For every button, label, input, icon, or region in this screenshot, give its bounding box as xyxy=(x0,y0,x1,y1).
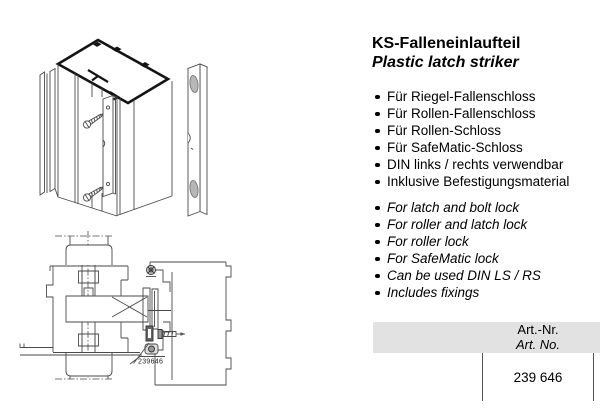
feature-item: DIN links / rechts verwendbar xyxy=(372,156,600,173)
feature-item: For roller and latch lock xyxy=(372,216,600,233)
profile-top-face-graphic xyxy=(55,38,171,105)
isometric-exploded-diagram xyxy=(39,38,209,217)
horizontal-screw-icon xyxy=(157,329,185,339)
feature-item: For latch and bolt lock xyxy=(372,199,600,216)
right-profile-graphic xyxy=(149,261,232,386)
product-title-en: Plastic latch striker xyxy=(372,54,519,71)
art-nr-label-de: Art.-Nr. xyxy=(517,322,559,337)
cross-section-diagram: 239646 xyxy=(19,231,232,386)
feature-item: Can be used DIN LS / RS xyxy=(372,267,600,284)
feature-list-en: For latch and bolt lock For roller and l… xyxy=(372,199,600,301)
striker-plate-graphic xyxy=(102,94,116,198)
feature-item: For roller lock xyxy=(372,233,600,250)
part-number-callout: 239646 xyxy=(129,342,165,366)
order-table-header-cell: Art.-Nr. Art. No. xyxy=(481,322,595,352)
feature-item: Für Rollen-Fallenschloss xyxy=(372,105,600,122)
striker-section-graphic xyxy=(144,325,159,355)
feature-item: Für Rollen-Schloss xyxy=(372,122,600,139)
feature-list-de: Für Riegel-Fallenschloss Für Rollen-Fall… xyxy=(372,88,600,190)
screw-icon xyxy=(82,113,104,202)
feature-item: Für SafeMatic-Schloss xyxy=(372,139,600,156)
art-no-label-en: Art. No. xyxy=(515,336,561,352)
profile-fin-graphic xyxy=(39,67,59,198)
order-table-header: Art.-Nr. Art. No. xyxy=(373,322,600,353)
article-number: 239 646 xyxy=(513,369,563,385)
lock-case-graphic xyxy=(65,287,171,331)
latch-striker-part-graphic xyxy=(186,63,209,217)
feature-item: Inklusive Befestigungsmaterial xyxy=(372,173,600,190)
profile-body-graphic xyxy=(57,64,173,217)
lock-shaft-graphic xyxy=(78,265,99,352)
product-title-de: KS-Falleneinlaufteil xyxy=(372,35,521,52)
roller-block-graphic xyxy=(65,236,113,379)
feature-item: Includes fixings xyxy=(372,284,600,301)
article-number-cell: 239 646 xyxy=(482,353,594,401)
feature-item: Für Riegel-Fallenschloss xyxy=(372,88,600,105)
feature-item: For SafeMatic lock xyxy=(372,250,600,267)
part-number-label: 239646 xyxy=(138,359,163,366)
product-info-column: KS-Falleneinlaufteil Plastic latch strik… xyxy=(372,34,600,301)
left-profile-graphic xyxy=(19,265,142,356)
axial-screw-icon xyxy=(146,265,156,277)
